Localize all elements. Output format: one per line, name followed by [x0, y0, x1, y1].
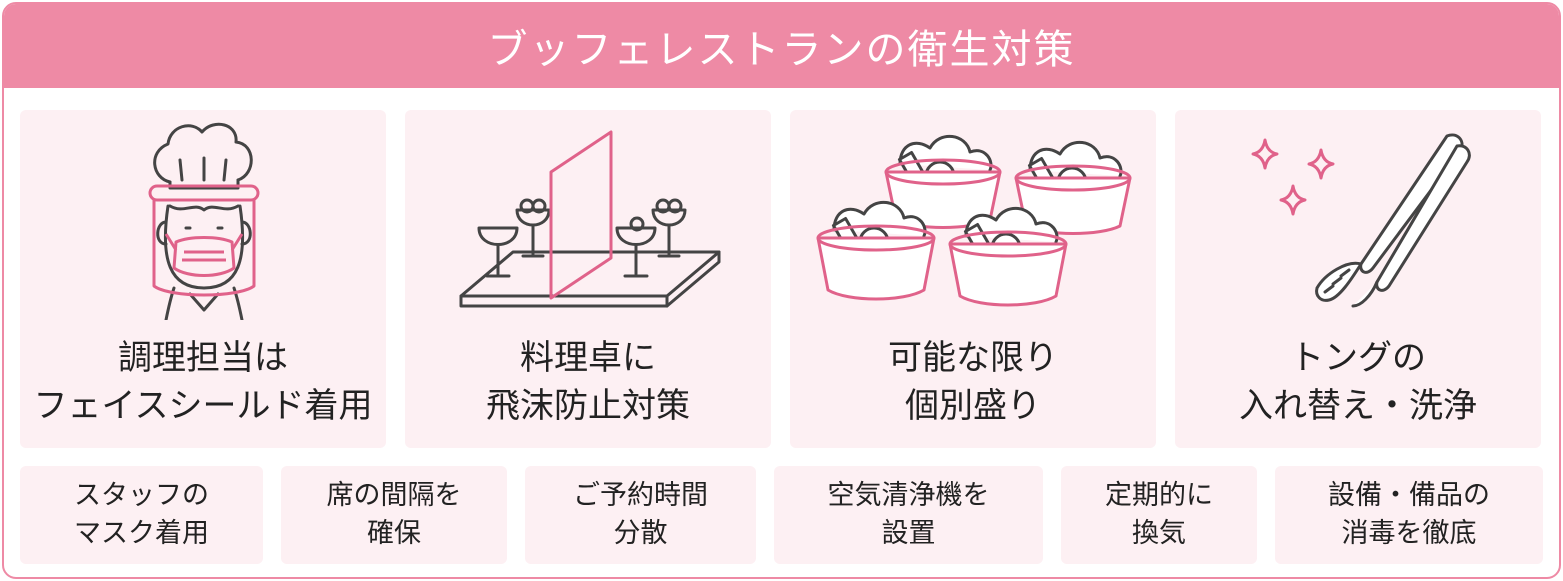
page-title: ブッフェレストランの衛生対策	[487, 27, 1076, 73]
small-card-label-line2: マスク着用	[74, 518, 209, 549]
card-tongs: トングの 入れ替え・洗浄	[1175, 110, 1541, 448]
card-label-line2: 個別盛り	[905, 386, 1041, 426]
small-card-label-line1: スタッフの	[74, 480, 209, 511]
small-card-reservation-times: ご予約時間 分散	[525, 466, 756, 564]
title-banner: ブッフェレストランの衛生対策	[4, 4, 1559, 88]
individual-portion-cups-icon	[816, 134, 1132, 307]
tongs-sparkle-icon	[1251, 133, 1471, 308]
card-label-line1: 可能な限り	[888, 338, 1058, 378]
chef-face-shield-mask-icon	[148, 122, 260, 320]
small-card-seat-spacing: 席の間隔を 確保	[281, 466, 507, 564]
card-individual-portions: 可能な限り 個別盛り	[790, 110, 1156, 448]
small-card-label-line2: 設置	[881, 518, 936, 549]
card-label-line1: 調理担当は	[118, 338, 288, 378]
small-card-label-line2: 換気	[1132, 518, 1186, 549]
card-face-shield: 調理担当は フェイスシールド着用	[20, 110, 386, 448]
small-card-disinfection: 設備・備品の 消毒を徹底	[1275, 466, 1543, 564]
small-card-label-line2: 消毒を徹底	[1341, 518, 1477, 549]
small-card-ventilation: 定期的に 換気	[1061, 466, 1257, 564]
card-label-line2: 入れ替え・洗浄	[1239, 386, 1477, 426]
card-label-line2: 飛沫防止対策	[486, 386, 690, 426]
small-card-label-line1: 空気清浄機を	[827, 480, 990, 511]
card-label-line1: 料理卓に	[520, 338, 656, 378]
card-splash-guard: 料理卓に 飛沫防止対策	[405, 110, 771, 448]
small-card-label-line1: 定期的に	[1105, 480, 1213, 511]
card-label-line2: フェイスシールド着用	[33, 386, 373, 426]
small-card-staff-mask: スタッフの マスク着用	[20, 466, 263, 564]
small-card-label-line1: 席の間隔を	[326, 480, 462, 511]
small-card-label-line2: 分散	[613, 518, 668, 549]
small-card-label-line1: ご予約時間	[573, 480, 708, 511]
buffet-table-partition-icon	[459, 130, 721, 308]
small-card-air-purifier: 空気清浄機を 設置	[774, 466, 1043, 564]
small-card-label-line1: 設備・備品の	[1328, 480, 1490, 511]
card-label-line1: トングの	[1290, 338, 1426, 378]
small-card-label-line2: 確保	[367, 518, 421, 549]
